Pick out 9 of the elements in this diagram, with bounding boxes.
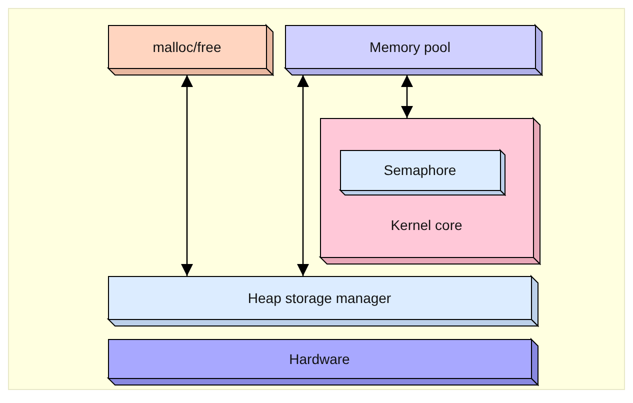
box-label: malloc/free [152, 38, 222, 54]
arrow [181, 75, 193, 276]
box-label: Heap storage manager [246, 290, 392, 306]
arrow [297, 75, 309, 276]
box-label: Semaphore [382, 162, 458, 178]
box-label: Kernel core [390, 217, 464, 233]
box-label: Hardware [288, 350, 351, 366]
box-label: Memory pool [368, 38, 452, 54]
arrow [401, 75, 413, 118]
